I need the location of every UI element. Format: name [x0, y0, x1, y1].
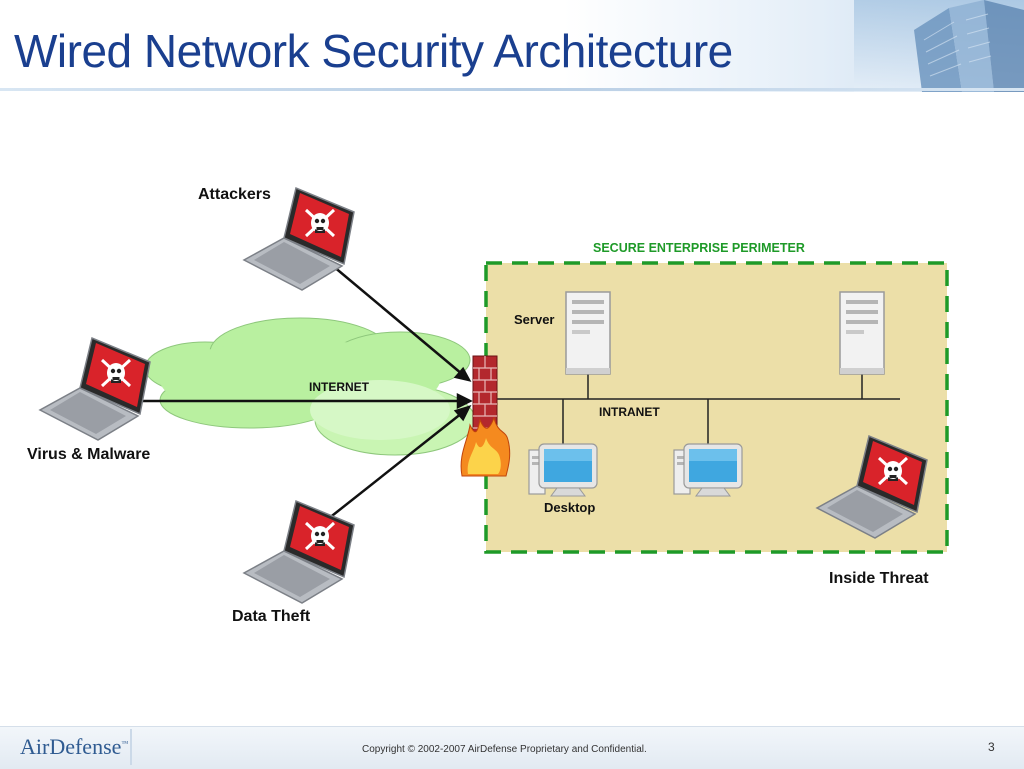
desktop-icon — [528, 443, 598, 497]
label-internet: INTERNET — [309, 380, 369, 394]
label-server: Server — [514, 312, 555, 327]
label-intranet: INTRANET — [599, 405, 660, 419]
label-data-theft: Data Theft — [232, 608, 311, 625]
server-icon — [565, 291, 611, 375]
laptop-virus-icon — [38, 336, 152, 442]
label-virus-malware: Virus & Malware — [27, 446, 151, 463]
attack-arrows — [138, 265, 473, 520]
title-divider — [0, 88, 1024, 91]
label-desktop: Desktop — [544, 500, 596, 515]
intranet-links — [497, 374, 900, 444]
firewall-icon — [460, 355, 511, 477]
page-number: 3 — [988, 740, 995, 754]
airdefense-logo: AirDefense™ — [20, 734, 128, 760]
label-secure-perimeter: SECURE ENTERPRISE PERIMETER — [593, 241, 805, 255]
label-attackers: Attackers — [198, 186, 271, 203]
network-diagram — [38, 186, 949, 605]
copyright-text: Copyright © 2002-2007 AirDefense Proprie… — [362, 744, 647, 755]
desktop-icon-2 — [673, 443, 743, 497]
logo-trademark: ™ — [121, 739, 129, 748]
server-icon-2 — [839, 291, 885, 375]
skyline-graphic — [854, 0, 1024, 92]
label-inside-threat: Inside Threat — [829, 570, 929, 587]
logo-text: AirDefense — [20, 734, 122, 759]
slide-footer: AirDefense™ Copyright © 2002-2007 AirDef… — [0, 726, 1024, 769]
logo-divider — [130, 729, 132, 765]
laptop-data-theft-icon — [242, 499, 356, 605]
slide-header: Wired Network Security Architecture — [0, 0, 1024, 92]
slide-title: Wired Network Security Architecture — [14, 25, 733, 77]
